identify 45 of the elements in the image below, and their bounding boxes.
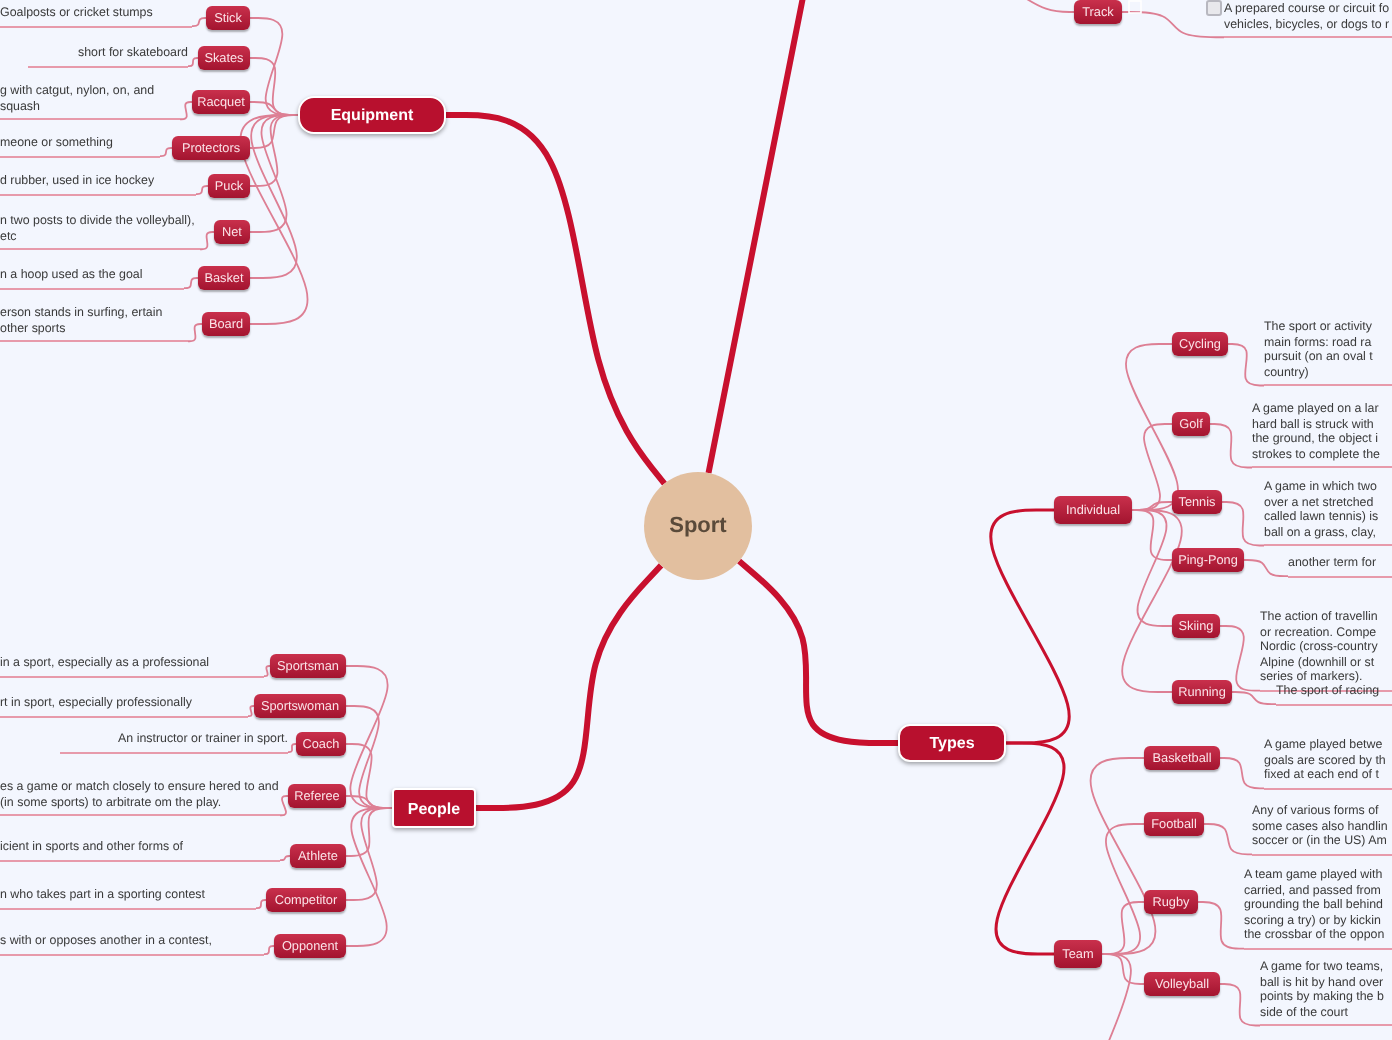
connector-line [187, 57, 199, 68]
connector-line [179, 101, 193, 121]
connector-line [239, 114, 309, 325]
connector-line [1219, 625, 1261, 692]
connector-line [1131, 509, 1173, 627]
connector-line [263, 665, 271, 678]
connector-line [1231, 691, 1277, 706]
connector-line [1219, 983, 1261, 1027]
connector-line [263, 945, 275, 956]
connector-line [187, 323, 203, 343]
connector-line [1121, 509, 1183, 693]
connector-line [195, 185, 209, 196]
connector-line [1243, 559, 1289, 578]
branch-box: Equipment [298, 96, 446, 134]
connector-line [1209, 423, 1253, 469]
connector-line [1221, 501, 1265, 547]
connector-line [1089, 757, 1157, 955]
connector-line [989, 508, 1071, 745]
connector-line [1101, 823, 1145, 955]
branch-box: People [392, 788, 476, 828]
connector-line [1203, 823, 1253, 856]
connector-line [1101, 953, 1132, 1040]
connector-line [247, 705, 255, 718]
topic-circle: Sport [644, 472, 752, 580]
connector-line [345, 665, 393, 809]
connector-line [994, 741, 1066, 956]
connector-line [1227, 343, 1265, 387]
connector-line [446, 112, 667, 486]
connector-line [159, 147, 173, 158]
connector-line [705, 0, 807, 474]
connector-line [279, 795, 289, 817]
connector-line [183, 277, 199, 290]
connector-line [199, 231, 215, 251]
connector-line [191, 17, 207, 28]
connector-line [476, 563, 664, 811]
connector-line [1121, 11, 1225, 39]
connector-line [345, 807, 393, 947]
connector-line [1219, 757, 1265, 790]
connector-line [249, 114, 299, 279]
connector-line [737, 558, 898, 746]
connector-line [287, 743, 297, 754]
connector-line [255, 899, 267, 910]
connector-line [279, 855, 291, 862]
connector-line [1125, 343, 1179, 511]
branch-box: Types [898, 724, 1006, 762]
